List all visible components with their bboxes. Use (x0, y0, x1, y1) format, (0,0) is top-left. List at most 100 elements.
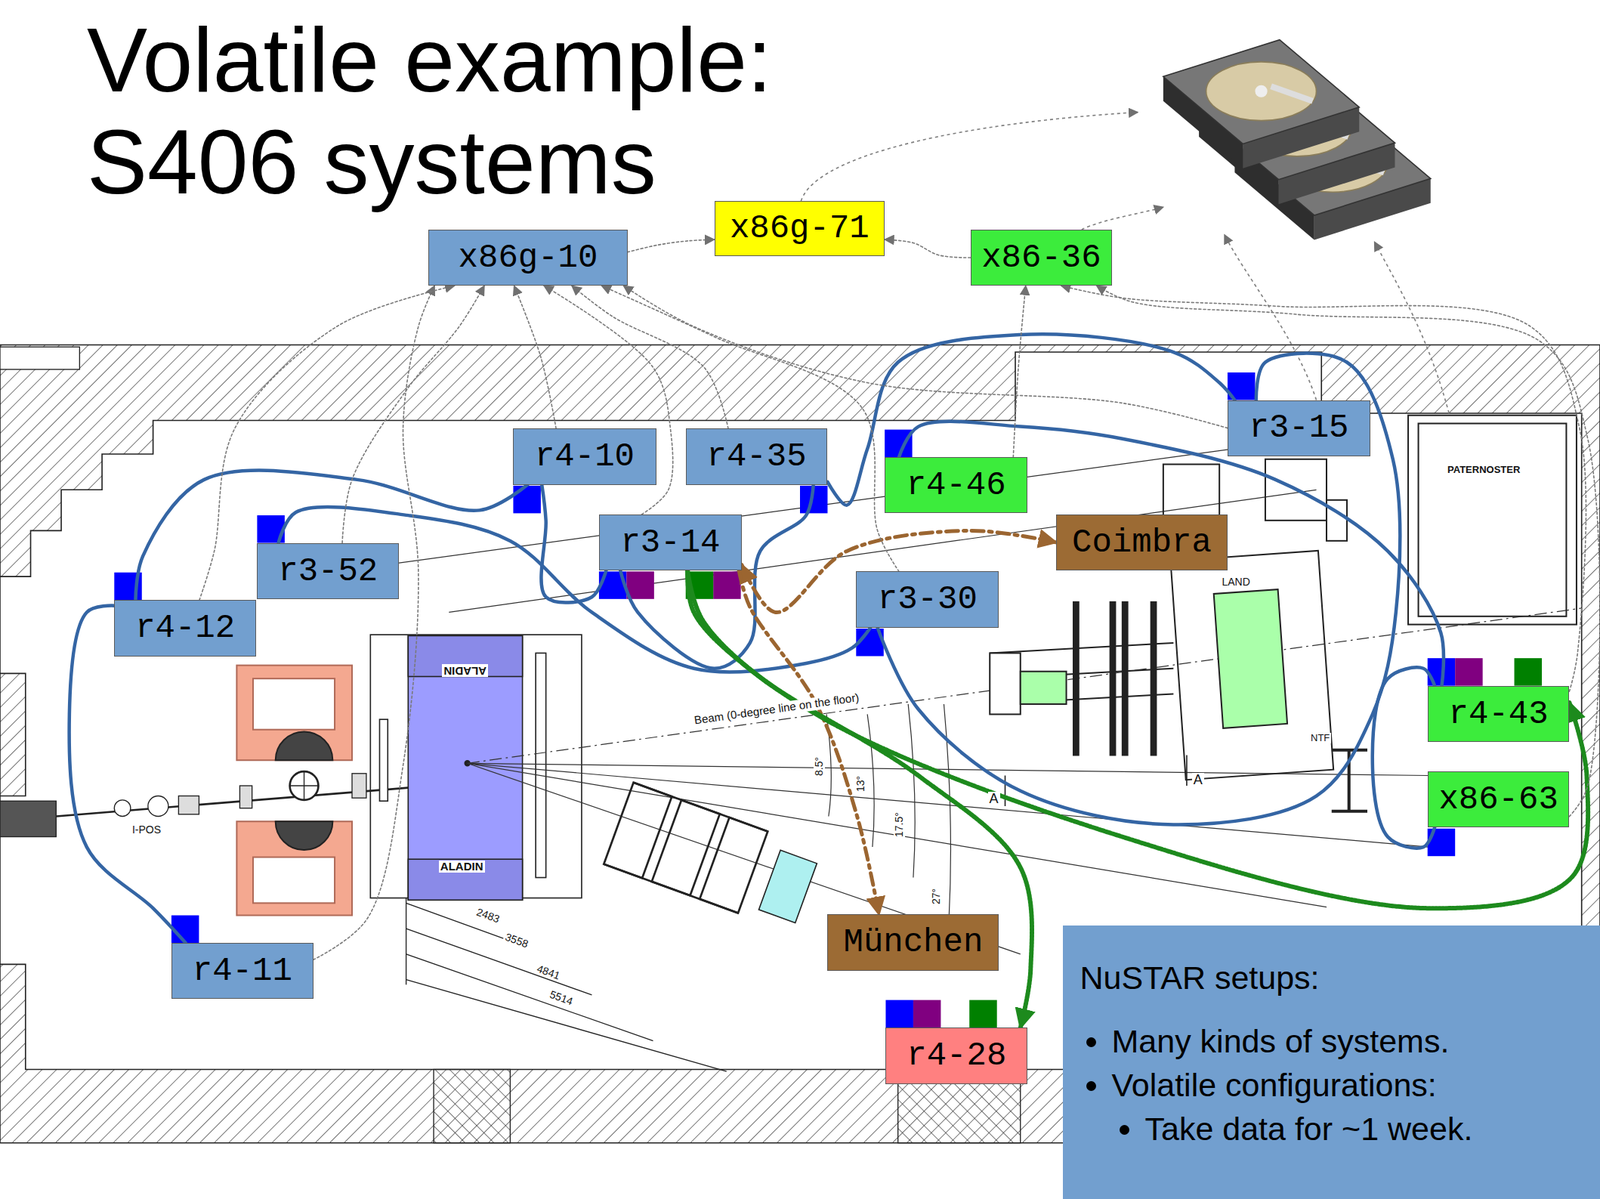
host-box: x86-36 (970, 229, 1113, 286)
neutron-detector (989, 459, 1347, 780)
disk-stack (1163, 40, 1360, 169)
data-flow-arrow (313, 285, 436, 960)
aladin-magnet (407, 635, 523, 677)
host-name: r3-30 (877, 580, 978, 618)
host-box: r4-28 (885, 1027, 1028, 1084)
beam-line (352, 773, 367, 798)
neutron-detector (1020, 671, 1067, 705)
detector-frames (603, 782, 672, 878)
dimension-lines (406, 898, 727, 1072)
detector-frames (603, 864, 739, 914)
port-square (1454, 657, 1483, 686)
plan-label: 13° (855, 773, 867, 793)
magnet (275, 731, 334, 760)
magnet (253, 678, 335, 730)
a-markers (1005, 754, 1187, 807)
magnet (236, 665, 353, 916)
slide-title: Volatile example: S406 systems (86, 9, 956, 214)
wall-hatch (0, 345, 1600, 1143)
site-box: München (827, 914, 999, 970)
aladin-magnet (535, 652, 547, 878)
storage-link (800, 112, 1138, 202)
disk-stack (1254, 85, 1267, 98)
port-square (884, 429, 912, 458)
host-box: r4-10 (512, 428, 656, 485)
detector-frames (758, 849, 817, 923)
host-box: r4-11 (171, 942, 314, 999)
host-box: r4-35 (685, 428, 828, 485)
disk-stack (1163, 40, 1431, 241)
port-square (512, 485, 541, 513)
host-name: Coimbra (1071, 524, 1212, 561)
neutron-detector (1110, 602, 1116, 756)
host-box: r4-43 (1427, 685, 1570, 742)
beam-line (0, 800, 56, 837)
host-name: r4-28 (906, 1037, 1007, 1074)
beam-line (114, 800, 131, 817)
angle-lines (467, 762, 1327, 907)
neutron-detector (1122, 602, 1128, 756)
data-flow-arrow (1013, 285, 1026, 458)
paternoster-frame (1418, 423, 1567, 617)
plan-label: A (988, 791, 1001, 807)
host-name: r4-43 (1448, 695, 1549, 733)
aladin-magnet (407, 858, 523, 900)
host-box: r4-12 (114, 599, 257, 656)
host-name: r4-35 (707, 438, 807, 475)
plan-label: I-POS (130, 824, 163, 836)
trigger-link (687, 570, 1588, 909)
plan-label: LAND (1220, 576, 1252, 588)
detector-frames (603, 782, 822, 933)
host-box: x86-63 (1427, 771, 1570, 828)
host-name: München (843, 923, 984, 961)
port-square (913, 1000, 941, 1028)
note-heading: NuSTAR setups: (1079, 955, 1319, 1000)
a-markers (1186, 754, 1188, 786)
site-box: Coimbra (1056, 514, 1228, 571)
port-square (713, 571, 741, 599)
disk-stack (1206, 61, 1317, 121)
data-flow-arrow (199, 285, 455, 600)
aladin-magnet (379, 719, 388, 801)
trigger-link (687, 570, 1032, 1028)
neutron-detector (1151, 602, 1157, 756)
neutron-detector (989, 652, 1021, 714)
bullet-item: Take data for ~1 week. (1144, 1106, 1473, 1151)
bullet-item: Volatile configurations: (1111, 1062, 1437, 1107)
host-box: r4-46 (884, 457, 1028, 513)
data-flow-arrow (342, 285, 485, 543)
host-name: x86-63 (1438, 781, 1558, 818)
port-square (626, 571, 654, 599)
neutron-detector (1170, 550, 1335, 780)
host-box: r3-30 (855, 571, 999, 628)
disk-stack (1163, 40, 1360, 145)
plan-label: 8.5° (813, 755, 825, 778)
dimension-lines (405, 898, 407, 986)
network-cable (540, 484, 606, 603)
connector-group (69, 239, 1600, 1028)
note-panel: NuSTAR setups:Many kinds of systems.Vola… (1062, 925, 1600, 1199)
neutron-detector (1213, 589, 1288, 729)
dimension-lines (406, 902, 511, 941)
network-cable (877, 353, 1401, 825)
data-flow-arrow (627, 239, 715, 252)
beam-line (178, 795, 199, 814)
dimension-lines (406, 928, 593, 995)
beam-line (303, 771, 305, 800)
network-cable (135, 469, 528, 600)
storage-link (1081, 206, 1164, 230)
aladin-magnet (407, 635, 523, 900)
dimension-lines (406, 979, 727, 1072)
detector-frames (633, 782, 769, 832)
angle-lines (336, 438, 1582, 955)
host-name: r4-12 (135, 609, 235, 646)
plan-label: 17.5° (893, 810, 906, 839)
data-flow-arrow (884, 239, 970, 258)
neutron-detector (989, 642, 1174, 654)
magnet (275, 821, 334, 850)
plan-label: ALADIN (441, 664, 489, 677)
port-square (969, 1000, 997, 1028)
port-square (171, 915, 199, 943)
data-flow-arrow (623, 285, 1228, 428)
magnet (236, 821, 353, 915)
